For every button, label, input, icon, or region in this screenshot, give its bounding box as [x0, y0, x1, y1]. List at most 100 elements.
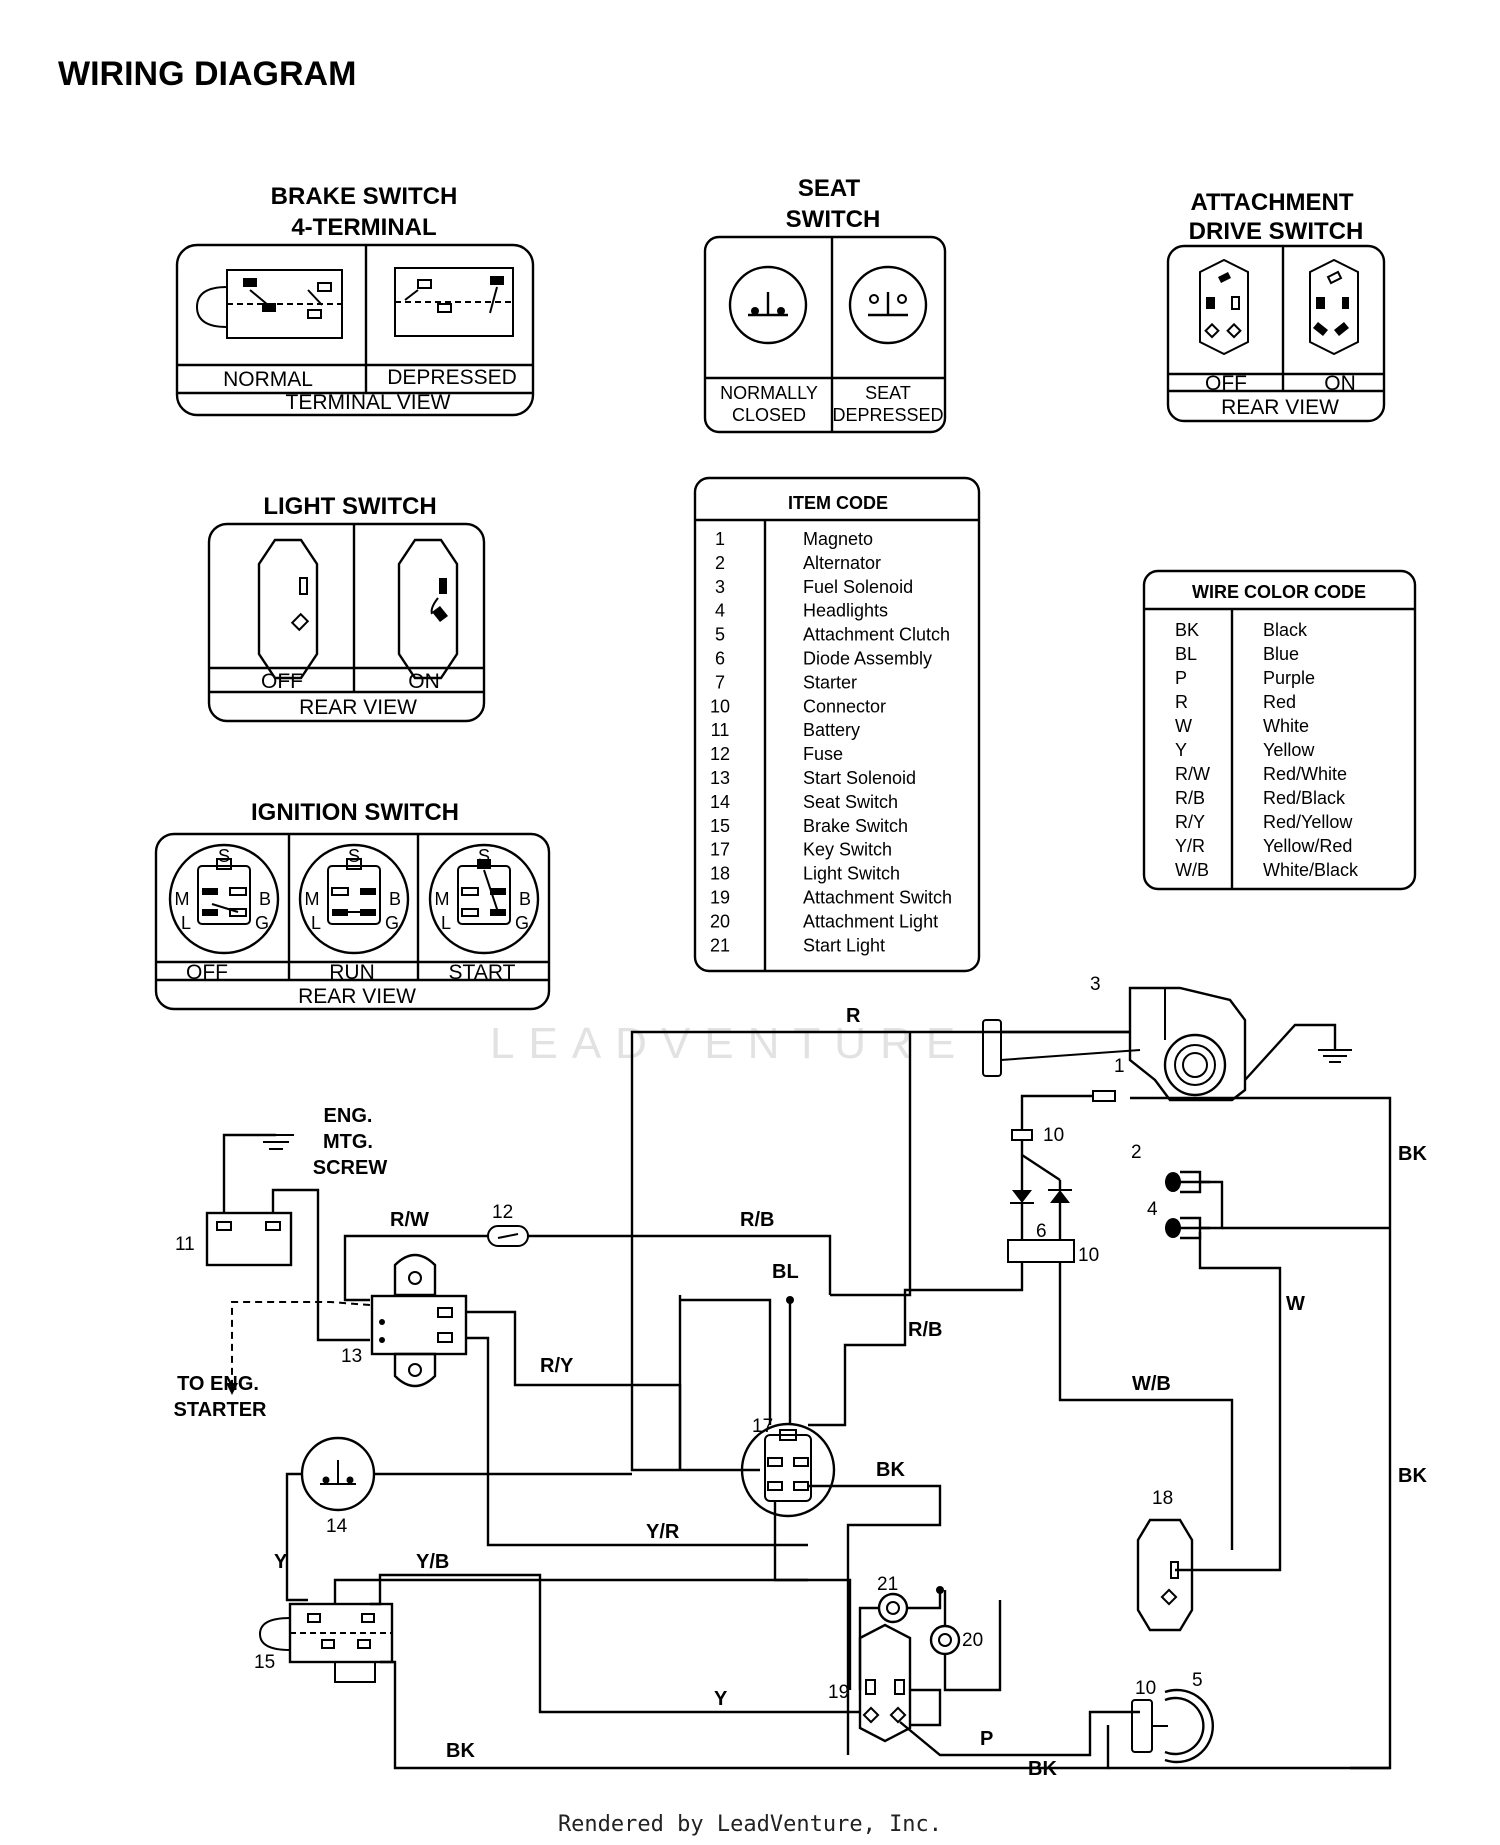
- engine-magneto-alternator: [1128, 986, 1247, 1102]
- wire-color-code: W: [1175, 716, 1192, 736]
- num-10-b: 10: [1078, 1245, 1099, 1266]
- num-20: 20: [962, 1630, 983, 1651]
- item-code-number: 6: [715, 649, 725, 669]
- light-switch-18: [1136, 1518, 1194, 1632]
- ignition-switch-title: IGNITION SWITCH: [251, 799, 459, 826]
- item-code-number: 19: [710, 888, 730, 908]
- brake-switch-view: TERMINAL VIEW: [286, 391, 451, 414]
- item-code-number: 4: [715, 601, 725, 621]
- ignition-run-g: G: [385, 913, 399, 933]
- ignition-switch-panel: IGNITION SWITCH S M B L G: [154, 799, 551, 1011]
- brake-switch-15: [258, 1602, 394, 1683]
- wire-label-r: R: [846, 1005, 861, 1027]
- wire-color-name: Red/Yellow: [1263, 812, 1353, 832]
- wire-label-bk-2: BK: [876, 1459, 905, 1481]
- attachment-light-20: [929, 1624, 961, 1656]
- num-13: 13: [341, 1346, 362, 1367]
- key-switch-17: [740, 1422, 836, 1518]
- num-4: 4: [1147, 1199, 1158, 1220]
- wire-color-name: Red/Black: [1263, 788, 1346, 808]
- wire-label-yb: Y/B: [416, 1551, 449, 1573]
- wire-color-name: Yellow: [1263, 740, 1315, 760]
- light-switch-view: REAR VIEW: [299, 696, 417, 719]
- item-code-number: 21: [710, 935, 730, 955]
- item-code-number: 18: [710, 864, 730, 884]
- wire-color-code: R/B: [1175, 788, 1205, 808]
- fuse-12: [487, 1225, 529, 1247]
- schematic: 1 2 3 4 5 6 10 10 10 11 12 13 14 15 17 1…: [174, 974, 1428, 1780]
- light-state-on: ON: [408, 670, 440, 693]
- item-code-number: 20: [710, 911, 730, 931]
- wire-color-code: R: [1175, 692, 1188, 712]
- num-6: 6: [1036, 1221, 1047, 1242]
- wire-label-bk-3: BK: [1028, 1758, 1057, 1780]
- seat-right-1: SEAT: [865, 383, 911, 403]
- item-code-number: 17: [710, 840, 730, 860]
- ignition-start-b: B: [519, 889, 531, 909]
- connector-10-diode-bottom: [1007, 1239, 1075, 1263]
- attachment-off-icon: [1199, 258, 1249, 356]
- ignition-start-m: M: [435, 889, 450, 909]
- wire-label-bl: BL: [772, 1261, 799, 1283]
- wire-color-name: White/Black: [1263, 860, 1359, 880]
- ignition-run-m: M: [305, 889, 320, 909]
- item-code-name: Headlights: [803, 601, 888, 621]
- seat-switch-title-2: SWITCH: [786, 206, 881, 233]
- seat-switch-closed-icon: [728, 265, 808, 345]
- light-on-icon: [397, 538, 459, 680]
- ignition-run-b: B: [389, 889, 401, 909]
- brake-switch-panel: BRAKE SWITCH 4-TERMINAL NORMAL: [175, 183, 535, 417]
- ignition-start-g: G: [515, 913, 529, 933]
- start-solenoid-13: [370, 1253, 468, 1388]
- num-19: 19: [828, 1682, 849, 1703]
- wire-label-y-2: Y: [714, 1688, 728, 1710]
- item-code-number: 13: [710, 768, 730, 788]
- footer-credit: Rendered by LeadVenture, Inc.: [557, 1812, 943, 1837]
- item-code-name: Fuel Solenoid: [803, 577, 913, 597]
- wire-color-code: BK: [1175, 620, 1199, 640]
- num-10-c: 10: [1135, 1678, 1156, 1699]
- wire-color-code: R/Y: [1175, 812, 1205, 832]
- wire-color-code: Y/R: [1175, 836, 1205, 856]
- connector-10-diode-top: [1011, 1129, 1033, 1141]
- brake-state-depressed: DEPRESSED: [387, 366, 517, 389]
- num-12: 12: [492, 1202, 513, 1223]
- headlights: [1165, 1170, 1390, 1572]
- brake-switch-depressed-icon: [394, 267, 514, 337]
- wire-label-rb-2: R/B: [908, 1319, 942, 1341]
- item-code-name: Start Solenoid: [803, 768, 916, 788]
- num-21: 21: [877, 1574, 898, 1595]
- item-code-name: Start Light: [803, 935, 885, 955]
- item-code-name: Alternator: [803, 553, 881, 573]
- wire-color-code: Y: [1175, 740, 1187, 760]
- ignition-off-g: G: [255, 913, 269, 933]
- diode-assembly: [1007, 1155, 1075, 1263]
- item-code-name: Attachment Light: [803, 911, 938, 931]
- light-off-icon: [257, 538, 319, 680]
- ignition-run-l: L: [311, 913, 321, 933]
- wire-label-bk-1: BK: [446, 1740, 475, 1762]
- attachment-switch-19: [858, 1623, 912, 1743]
- item-code-name: Fuse: [803, 744, 843, 764]
- item-code-title: ITEM CODE: [788, 493, 888, 513]
- item-code-name: Magneto: [803, 529, 873, 549]
- item-code-name: Diode Assembly: [803, 649, 932, 669]
- item-code-number: 10: [710, 696, 730, 716]
- wire-label-rw: R/W: [390, 1209, 429, 1231]
- attachment-state-off: OFF: [1205, 372, 1247, 395]
- num-5: 5: [1192, 1670, 1203, 1691]
- ignition-off-m: M: [175, 889, 190, 909]
- brake-switch-normal-icon: [195, 269, 343, 339]
- attachment-state-on: ON: [1324, 372, 1356, 395]
- brake-state-normal: NORMAL: [223, 368, 313, 391]
- item-code-number: 11: [711, 720, 730, 740]
- wire-color-name: Red: [1263, 692, 1296, 712]
- wire-color-name: Purple: [1263, 668, 1315, 688]
- connector-10-clutch: [1131, 1699, 1153, 1753]
- num-15: 15: [254, 1652, 275, 1673]
- wire-color-code: W/B: [1175, 860, 1209, 880]
- wire-label-rb-1: R/B: [740, 1209, 774, 1231]
